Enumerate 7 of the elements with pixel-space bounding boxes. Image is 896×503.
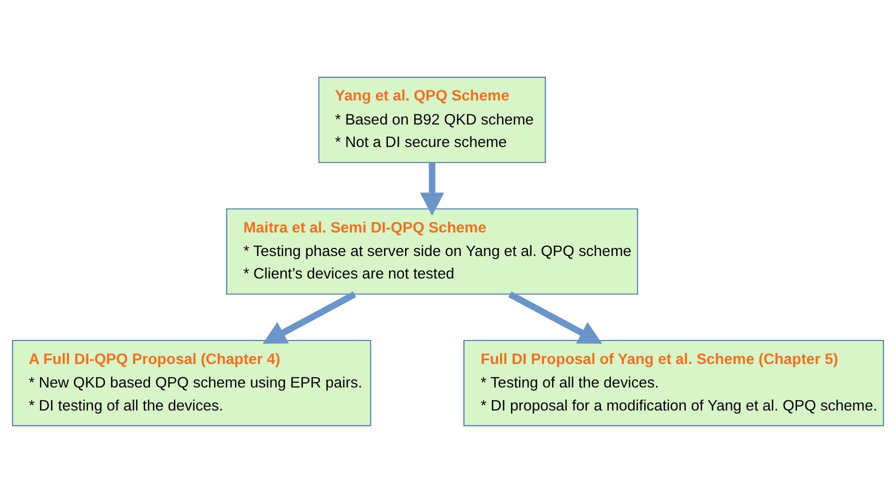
- arrow: [508, 291, 602, 344]
- arrow: [262, 291, 356, 344]
- node-box: Yang et al. QPQ Scheme * Based on B92 QKD scheme * Not a DI secure scheme: [318, 76, 546, 164]
- node-box: Full DI Proposal of Yang et al. Scheme (Chapter 5) * Testing of all the devices. * DI proposal for a modification of Yang et al. QPQ scheme.: [463, 340, 884, 426]
- node-box: Maitra et al. Semi DI-QPQ Scheme * Testing phase at server side on Yang et al. QPQ scheme * Client’s devices are not tested: [226, 208, 638, 295]
- node-box: A Full DI-QPQ Proposal (Chapter 4) * New QKD based QPQ scheme using EPR pairs. * DI testing of all the devices.: [12, 340, 372, 426]
- arrow: [420, 162, 444, 216]
